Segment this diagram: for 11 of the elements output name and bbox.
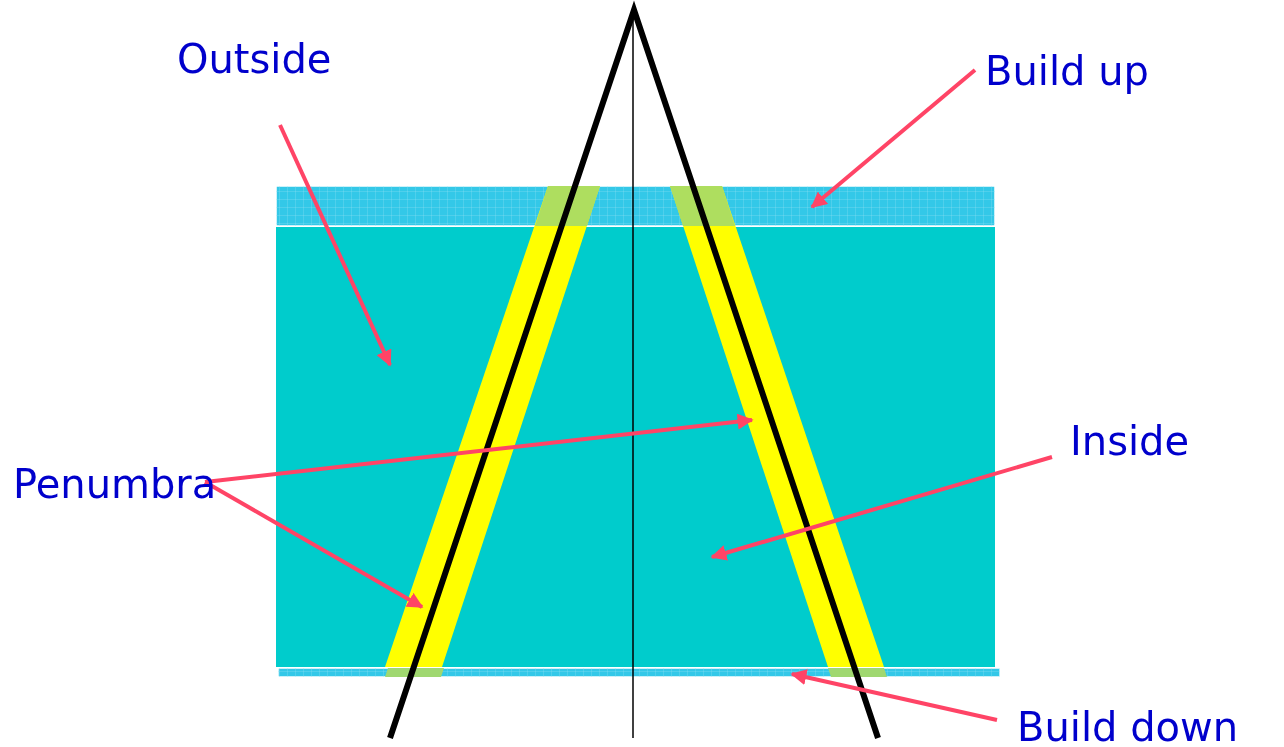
leader-line — [204, 480, 424, 609]
region-label: Penumbra — [13, 462, 217, 506]
leader-line — [204, 413, 754, 484]
region-label: Build down — [1017, 705, 1239, 747]
leader-line — [790, 669, 998, 722]
region-label: Build up — [985, 49, 1149, 93]
leader-line — [278, 124, 392, 367]
leader-line — [710, 455, 1053, 561]
region-label: Inside — [1070, 419, 1190, 463]
region-label: Outside — [177, 37, 332, 81]
leader-line — [810, 68, 977, 209]
